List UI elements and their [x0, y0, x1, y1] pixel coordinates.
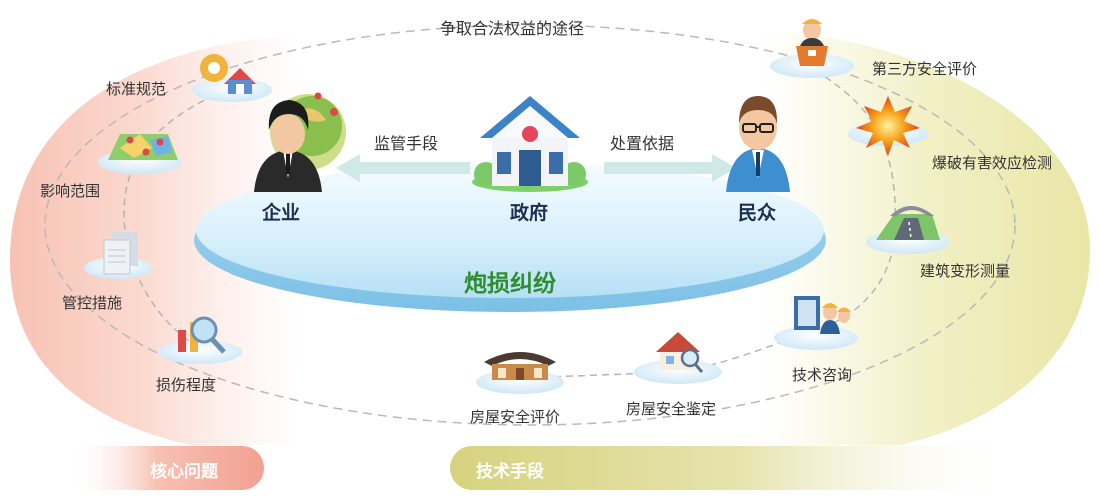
center-title: 炮损纠纷 — [464, 271, 556, 297]
house-appraisal-icon — [634, 332, 722, 384]
tech-item-blast: 爆破有害效应检测 — [932, 154, 1053, 172]
orbit-dashed-ring — [44, 24, 1016, 426]
technical-means-title: 技术手段 — [476, 462, 544, 482]
core-item-control: 管控措施 — [62, 294, 123, 312]
actor-public-label: 民众 — [738, 202, 777, 224]
arrow-left — [336, 154, 470, 182]
house-safety-eval-icon — [476, 352, 564, 394]
enterprise-person-icon — [254, 92, 346, 192]
actor-enterprise-label: 企业 — [262, 202, 301, 224]
arrow-right — [604, 154, 736, 182]
actor-government-label: 政府 — [510, 202, 549, 224]
influence-map-icon — [98, 134, 182, 174]
core-issues-pill — [70, 446, 264, 490]
core-item-standard: 标准规范 — [106, 80, 167, 98]
tech-consult-icon — [774, 296, 858, 350]
building-deform-icon — [866, 206, 950, 254]
core-issues-region — [10, 35, 300, 445]
damage-degree-icon — [158, 316, 242, 364]
arrow-right-label: 处置依据 — [610, 134, 675, 153]
top-label: 争取合法权益的途径 — [440, 19, 585, 38]
government-house-icon — [472, 96, 588, 192]
tech-chain-connector — [519, 69, 897, 379]
tech-item-house-eval: 房屋安全评价 — [470, 408, 561, 426]
tech-item-consult: 技术咨询 — [792, 366, 853, 384]
tech-item-third-party: 第三方安全评价 — [872, 60, 978, 78]
core-item-damage: 损伤程度 — [156, 376, 217, 394]
tech-item-deform: 建筑变形测量 — [920, 262, 1011, 280]
third-party-eval-icon — [770, 19, 854, 78]
blast-effect-icon — [848, 96, 928, 156]
tech-item-appraisal: 房屋安全鉴定 — [626, 400, 717, 418]
public-person-icon — [726, 96, 790, 192]
control-docs-icon — [84, 232, 152, 279]
arrow-left-label: 监管手段 — [374, 134, 439, 153]
core-issues-title: 核心问题 — [150, 462, 218, 482]
core-item-influence: 影响范围 — [40, 182, 101, 200]
technical-means-pill — [450, 446, 1030, 490]
standard-spec-icon — [192, 54, 272, 102]
central-disc — [194, 162, 826, 312]
